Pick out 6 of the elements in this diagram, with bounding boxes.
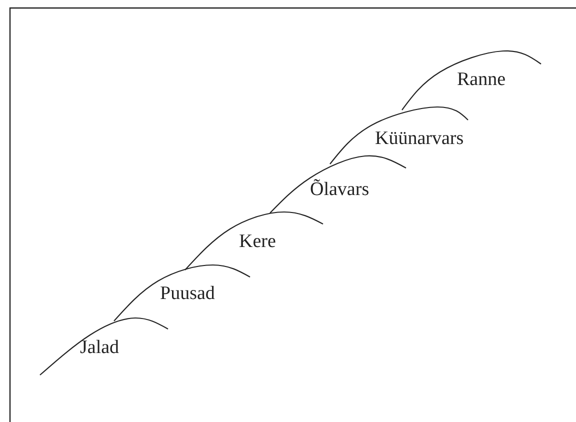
body-part-label: Ranne <box>457 70 506 89</box>
body-part-label: Kere <box>239 232 276 251</box>
body-part-label: Jalad <box>80 338 120 357</box>
body-part-label: Puusad <box>160 284 215 303</box>
body-part-label: Õlavars <box>310 180 370 199</box>
body-part-label: Küünarvars <box>375 129 464 148</box>
